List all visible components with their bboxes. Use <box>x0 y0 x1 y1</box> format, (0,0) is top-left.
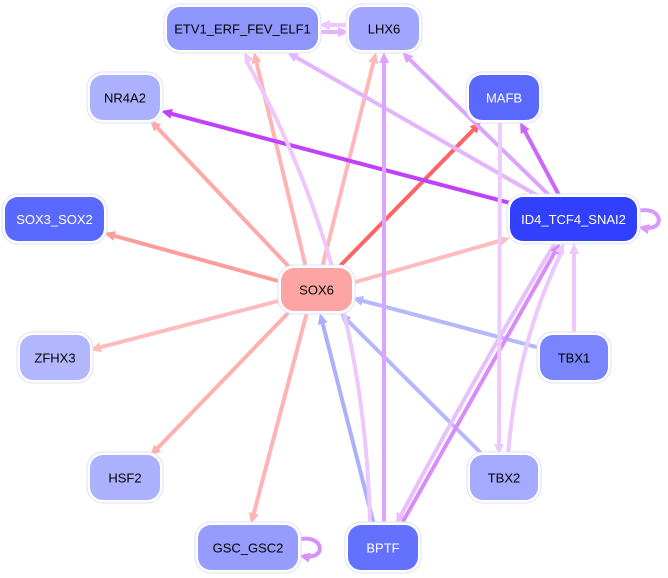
node-box <box>20 335 90 380</box>
node-box <box>540 335 608 380</box>
edge-id4_tcf4_snai2-to-id4_tcf4_snai2 <box>636 208 661 235</box>
node-box <box>281 268 352 311</box>
edge-lhx6-to-etv1_erf_fev_elf1 <box>319 20 349 30</box>
edge-gsc_gsc2-to-gsc_gsc2 <box>297 536 322 563</box>
node-mafb[interactable]: MAFB <box>465 71 543 124</box>
node-label: LHX6 <box>368 22 401 37</box>
node-box <box>510 197 637 241</box>
node-box <box>5 197 104 241</box>
node-label: ZFHX3 <box>34 351 75 366</box>
node-label: TBX2 <box>488 471 521 486</box>
node-sox6[interactable]: SOX6 <box>277 264 356 315</box>
edge-sox6-to-nr4a2 <box>150 120 294 272</box>
node-box <box>469 75 539 120</box>
node-box <box>90 75 160 120</box>
node-zfhx3[interactable]: ZFHX3 <box>16 331 94 384</box>
edge-id4_tcf4_snai2-to-mafb <box>520 122 562 198</box>
node-box <box>198 525 298 570</box>
edge-sox6-to-gsc_gsc2 <box>248 311 309 524</box>
edge-etv1_erf_fev_elf1-to-lhx6 <box>318 27 349 37</box>
edge-sox6-to-hsf2 <box>150 309 292 456</box>
node-label: MAFB <box>486 91 522 106</box>
node-box <box>349 7 419 50</box>
edges-layer <box>90 20 661 563</box>
edge-id4_tcf4_snai2-to-lhx6 <box>402 52 553 199</box>
edge-tbx1-to-id4_tcf4_snai2 <box>569 243 579 335</box>
node-label: NR4A2 <box>104 91 146 106</box>
node-label: BPTF <box>366 541 399 556</box>
node-label: TBX1 <box>558 351 591 366</box>
edge-tbx2-to-sox6 <box>340 313 485 457</box>
node-label: ID4_TCF4_SNAI2 <box>521 212 626 227</box>
node-box <box>167 7 318 50</box>
edge-bptf-to-lhx6 <box>379 52 389 525</box>
node-label: GSC_GSC2 <box>213 541 284 556</box>
node-sox3-sox2[interactable]: SOX3_SOX2 <box>1 193 108 245</box>
node-id4-tcf4-snai2[interactable]: ID4_TCF4_SNAI2 <box>506 193 641 245</box>
node-etv1-erf-fev-elf1[interactable]: ETV1_ERF_FEV_ELF1 <box>163 3 322 54</box>
node-box <box>470 455 538 500</box>
edge-sox6-to-sox3_sox2 <box>104 231 283 284</box>
node-label: SOX3_SOX2 <box>16 212 93 227</box>
node-tbx1[interactable]: TBX1 <box>536 331 612 384</box>
edge-sox6-to-mafb <box>336 122 481 270</box>
edge-sox6-to-id4_tcf4_snai2 <box>351 236 510 285</box>
node-bptf[interactable]: BPTF <box>344 521 422 574</box>
node-label: ETV1_ERF_FEV_ELF1 <box>174 22 311 37</box>
node-box <box>90 455 160 500</box>
edge-bptf-to-sox6 <box>317 313 376 526</box>
node-nr4a2[interactable]: NR4A2 <box>86 71 164 124</box>
edge-mafb-to-tbx2 <box>494 121 505 455</box>
node-hsf2[interactable]: HSF2 <box>86 451 164 504</box>
node-label: SOX6 <box>299 283 334 298</box>
edge-id4_tcf4_snai2-to-nr4a2 <box>161 108 511 205</box>
node-box <box>348 525 418 570</box>
edge-tbx1-to-sox6 <box>352 295 541 350</box>
node-tbx2[interactable]: TBX2 <box>466 451 542 504</box>
node-label: HSF2 <box>108 471 141 486</box>
node-gsc-gsc2[interactable]: GSC_GSC2 <box>194 521 302 574</box>
edge-tbx2-to-id4_tcf4_snai2 <box>506 243 564 456</box>
node-lhx6[interactable]: LHX6 <box>345 3 423 54</box>
edge-id4_tcf4_snai2-to-bptf <box>396 241 557 524</box>
edge-sox6-to-zfhx3 <box>90 298 283 353</box>
